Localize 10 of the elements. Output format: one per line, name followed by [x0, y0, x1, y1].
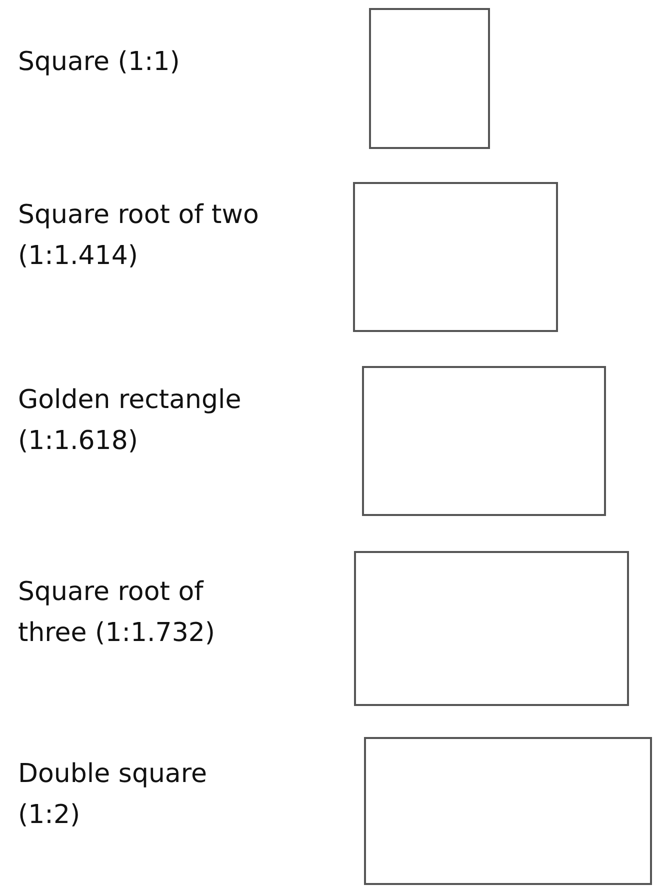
- rectangle-shape: [369, 8, 490, 149]
- shape-caption: Double square (1:2): [18, 758, 208, 832]
- shape-caption: Square root of two (1:1.414): [18, 199, 260, 273]
- rectangle-shape: [353, 182, 558, 332]
- rectangle-shape: [362, 366, 606, 516]
- rectangle-shape: [354, 551, 629, 706]
- shape-caption: Golden rectangle (1:1.618): [18, 384, 242, 458]
- shape-caption: Square root of three (1:1.732): [18, 576, 216, 650]
- rectangle-shape: [364, 737, 652, 885]
- shape-caption: Square (1:1): [18, 46, 181, 79]
